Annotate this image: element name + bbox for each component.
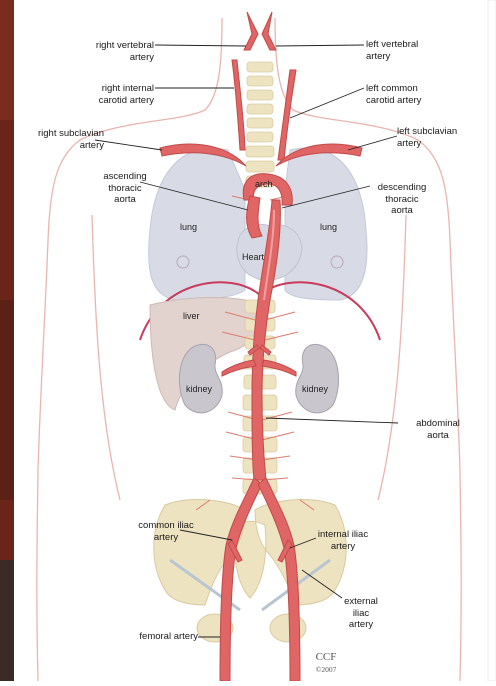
organ-label-lung-left: lung [320,222,337,232]
label-left-common-carotid-artery: left common carotid artery [366,83,466,106]
left-photo-strip [0,0,14,681]
label-femoral-artery: femoral artery [100,631,198,643]
label-ascending-thoracic-aorta: ascending thoracic aorta [85,171,165,206]
label-external-iliac-artery: external iliac artery [328,596,394,631]
label-common-iliac-artery: common iliac artery [126,520,206,543]
organ-label-kidney-right: kidney [186,384,212,394]
label-abdominal-aorta: abdominal aorta [398,418,478,441]
credit-year: ©2007 [306,665,346,674]
label-left-vertebral-artery: left vertebral artery [366,39,466,62]
organ-label-arch: arch [255,179,273,189]
organ-label-kidney-left: kidney [302,384,328,394]
organ-label-heart: Heart [242,252,264,262]
pelvis [154,500,347,605]
label-right-subclavian-artery: right subclavian artery [14,128,104,151]
credit-brand: CCF [308,651,344,663]
organ-label-lung-right: lung [180,222,197,232]
organ-label-liver: liver [183,311,200,321]
label-right-internal-carotid-artery: right internal carotid artery [64,83,154,106]
kidney-left-shape [296,344,339,413]
label-right-vertebral-artery: right vertebral artery [64,40,154,63]
label-left-subclavian-artery: left subclavian artery [397,126,487,149]
label-descending-thoracic-aorta: descending thoracic aorta [362,182,442,217]
label-internal-iliac-artery: internal iliac artery [302,529,384,552]
